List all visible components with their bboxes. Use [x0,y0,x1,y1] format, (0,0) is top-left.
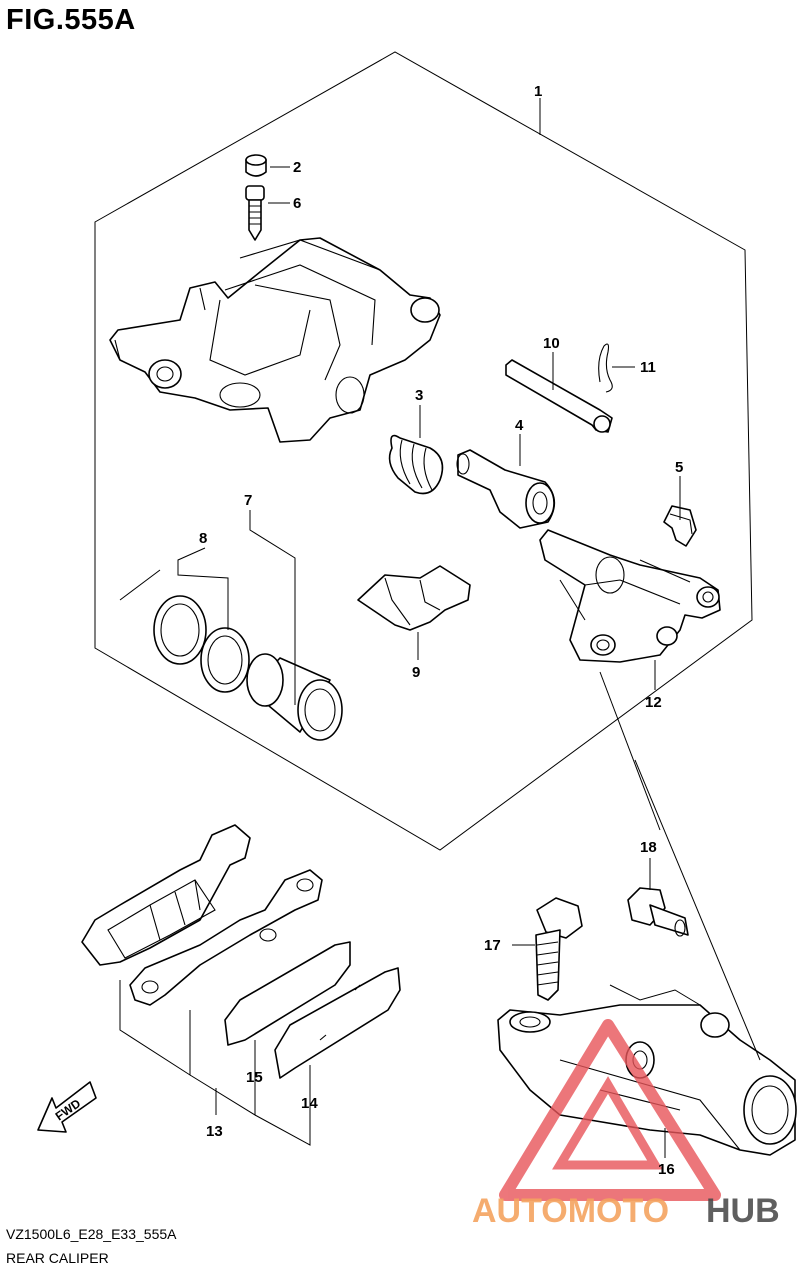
svg-text:AUTOMOTO: AUTOMOTO [472,1192,669,1230]
bleeder-cap [245,154,267,177]
callout-14: 14 [301,1095,318,1112]
callout-labels: 1 2 6 3 4 5 10 11 7 8 9 12 18 17 15 14 1… [199,83,683,1178]
callout-12: 12 [645,694,662,711]
assembly-outline [94,51,753,851]
callout-16: 16 [658,1161,675,1178]
pad-spring-plate [357,565,471,631]
piston [246,653,343,741]
callout-1: 1 [534,83,542,100]
callout-5: 5 [675,459,683,476]
caliper-body [109,237,441,443]
bracket-bolt-17 [535,897,583,1001]
figure-code: VZ1500L6_E28_E33_555A [6,1226,177,1242]
dust-boot [388,434,444,495]
callout-18: 18 [640,839,657,856]
figure-caption: REAR CALIPER [6,1250,109,1266]
callout-7: 7 [244,492,252,509]
callout-13: 13 [206,1123,223,1140]
piston-seal-set [153,595,250,693]
callout-17: 17 [484,937,501,954]
callout-6: 6 [293,195,301,212]
brake-pad-inner [129,869,323,1006]
pad-pin [505,359,613,433]
pad-spring [663,505,697,547]
pad-shim-14 [274,967,401,1079]
svg-text:HUB: HUB [706,1192,780,1230]
callout-15: 15 [246,1069,263,1086]
caliper-bracket [539,529,721,663]
watermark-text: AUTOMOTO HUB [472,1192,780,1230]
fwd-arrow: FWD [37,1081,97,1133]
callout-9: 9 [412,664,420,681]
brake-pad-outer [81,824,251,966]
leader-lines [119,98,761,1158]
callout-11: 11 [640,359,656,376]
callout-10: 10 [543,335,560,352]
pad-shim-15 [224,941,351,1046]
callout-2: 2 [293,159,301,176]
callout-4: 4 [515,417,524,434]
watermark-logo [499,1019,721,1201]
bleeder-valve [245,185,265,241]
callout-3: 3 [415,387,423,404]
pin-clip [598,343,613,393]
slide-pin [456,449,556,529]
caliper-bolt-18 [627,887,689,937]
callout-8: 8 [199,530,207,547]
figure-title: FIG.555A [6,4,136,36]
